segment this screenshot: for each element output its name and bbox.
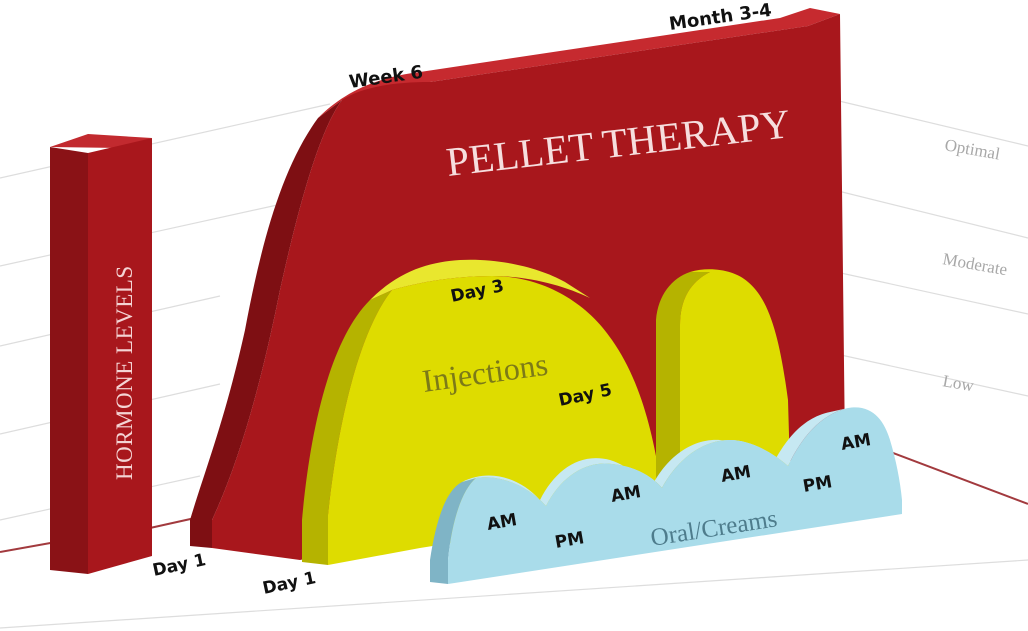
- floor-lines: [0, 447, 1028, 553]
- injection-start-label: Day 1: [261, 568, 318, 599]
- hormone-levels-label: HORMONE LEVELS: [112, 265, 137, 480]
- oral-creams-shape: [430, 407, 902, 584]
- level-optimal: Optimal: [943, 135, 1001, 163]
- pellet-start-label: Day 1: [151, 550, 208, 581]
- hormone-levels-bar: [50, 134, 152, 574]
- level-low: Low: [941, 371, 976, 395]
- level-moderate: Moderate: [941, 249, 1008, 279]
